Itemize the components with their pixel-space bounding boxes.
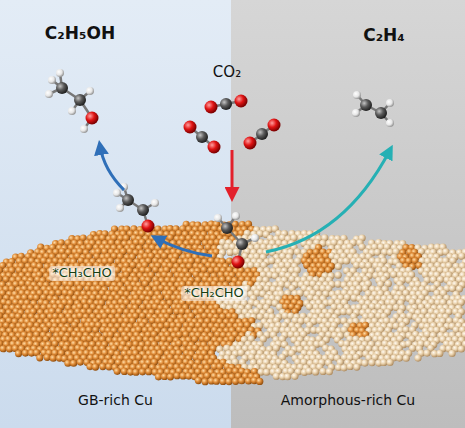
cu-atom (414, 354, 421, 361)
region-label: Amorphous-rich Cu (281, 392, 415, 408)
cu-atom (343, 257, 350, 264)
cu-surface (0, 221, 465, 386)
cu-atom (335, 263, 342, 270)
cu-atom (0, 345, 7, 352)
cu-atom (36, 354, 43, 361)
cu-atom (92, 363, 99, 370)
cu-atom (368, 359, 375, 366)
cu-atom (361, 360, 368, 367)
cu-atom (227, 249, 234, 256)
cu-atom (424, 350, 431, 357)
region-label: GB-rich Cu (78, 392, 153, 408)
cu-atom (70, 360, 77, 367)
cu-atom (44, 354, 51, 361)
cu-atom (403, 355, 410, 362)
cu-atom (15, 350, 22, 357)
cu-atom (436, 350, 443, 357)
cu-atom (99, 363, 106, 370)
cu-atom (50, 355, 57, 362)
cu-atom (458, 345, 465, 352)
cu-atom (449, 350, 456, 357)
cu-atom (396, 354, 403, 361)
cu-atom (268, 257, 275, 264)
cu-atom (458, 253, 465, 260)
cu-atom (380, 359, 387, 366)
cu-atom (386, 359, 393, 366)
cu-atom (335, 272, 342, 279)
cu-atom (77, 358, 84, 365)
